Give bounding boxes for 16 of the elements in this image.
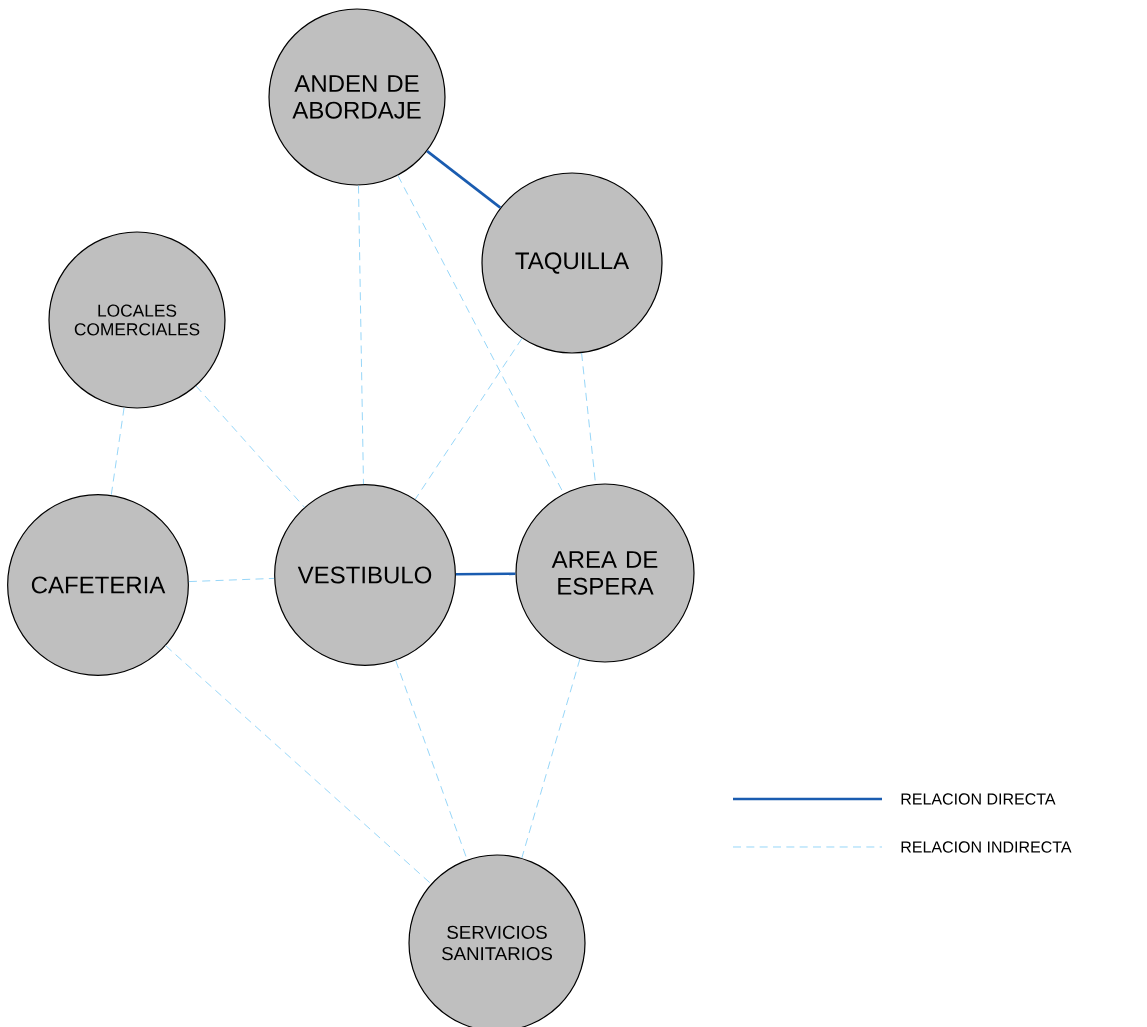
circle-node: VESTIBULO [274,484,456,666]
connector-line [414,338,523,500]
legend-text: RELACION DIRECTA [901,793,1056,805]
circle-node: AREA DE ESPERA [515,483,695,663]
connector-line [188,577,275,583]
connector-line [165,645,432,885]
circle-node: LOCALES COMERCIALES [48,231,226,409]
circle-node: ANDEN DE ABORDAJE [268,8,446,186]
connector-line [426,150,502,209]
connector-line [455,572,516,576]
legend-text: RELACION INDIRECTA [901,841,1072,853]
circle-node: SERVICIOS SANITARIOS [408,854,586,1027]
circle-node: CAFETERIA [7,494,189,676]
connector-line [521,658,581,859]
connector-line [195,385,305,508]
circle-node: TAQUILLA [481,172,663,354]
